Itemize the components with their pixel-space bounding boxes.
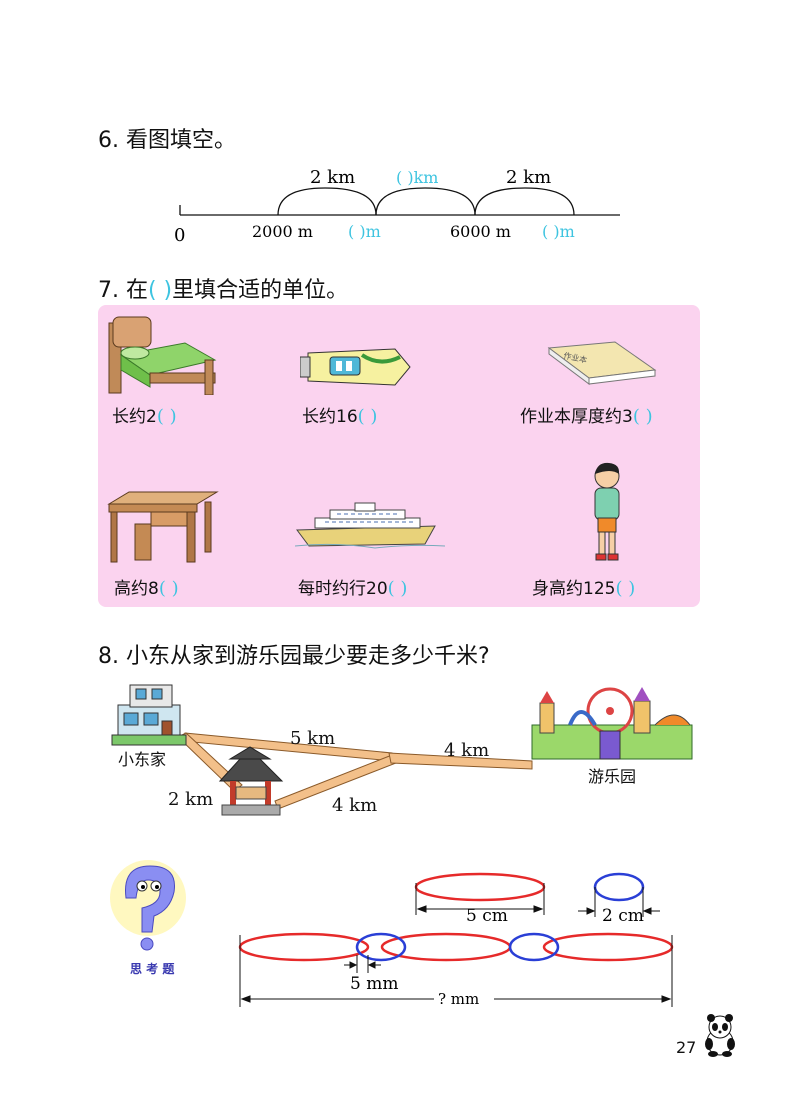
tick-label-4: ( )m [542,222,575,241]
tick-label-1: 2000 m [252,222,313,241]
bed-icon [108,316,217,395]
page-number: 27 [676,1038,697,1057]
desk-item-label: 高约8( ) [114,578,179,599]
ship-item-label: 每时约行20( ) [298,578,408,599]
toothpaste-item-label: 长约16( ) [302,406,378,427]
park-label: 游乐园 [588,767,637,786]
ship-icon [295,502,445,549]
notebook-icon: 作业本 [547,341,657,385]
q6-title: 6. 看图填空。 [98,128,236,153]
boy-item-label: 身高约125( ) [532,578,636,599]
distance-home-junction: 5 km [290,728,336,749]
q7-title: 7. 在( )里填合适的单位。 [98,278,349,303]
question-mark-mascot-icon [110,860,186,951]
number-line-diagram: 2 km ( )km 2 km 0 2000 m ( )m 6000 m ( )… [174,167,620,245]
amusement-park-icon [531,687,693,760]
distance-home-pavilion: 2 km [168,789,214,810]
route-map [111,684,693,816]
boy-icon [594,462,620,561]
tick-label-0: 0 [174,225,185,245]
pavilion-icon [218,746,284,816]
q8-title: 8. 小东从家到游乐园最少要走多少千米? [98,644,490,669]
desk-icon [107,491,219,563]
house-icon [111,684,187,746]
notebook-item-label: 作业本厚度约3( ) [520,406,653,427]
small-ring-length-label: 2 cm [602,906,644,926]
panda-icon [705,1014,735,1057]
svg-text:作业本: 作业本 [563,350,589,365]
arc-label-2: ( )km [396,168,438,187]
toothpaste-icon [300,348,411,386]
arc-label-1: 2 km [310,167,355,188]
think-badge: 思 考 题 [130,962,175,976]
home-label: 小东家 [118,750,167,769]
distance-pavilion-junction: 4 km [332,795,378,816]
distance-junction-park: 4 km [444,740,490,761]
bed-item-label: 长约2( ) [112,406,177,427]
arc-label-3: 2 km [506,167,551,188]
tick-label-3: 6000 m [450,222,511,241]
ring-thickness-label: 5 mm [350,974,398,994]
total-length-label: ? mm [438,990,479,1008]
ring-chain-diagram: 5 cm 2 cm 5 mm ? mm [238,872,674,1008]
ring-length-label: 5 cm [466,906,508,926]
tick-label-2: ( )m [348,222,381,241]
